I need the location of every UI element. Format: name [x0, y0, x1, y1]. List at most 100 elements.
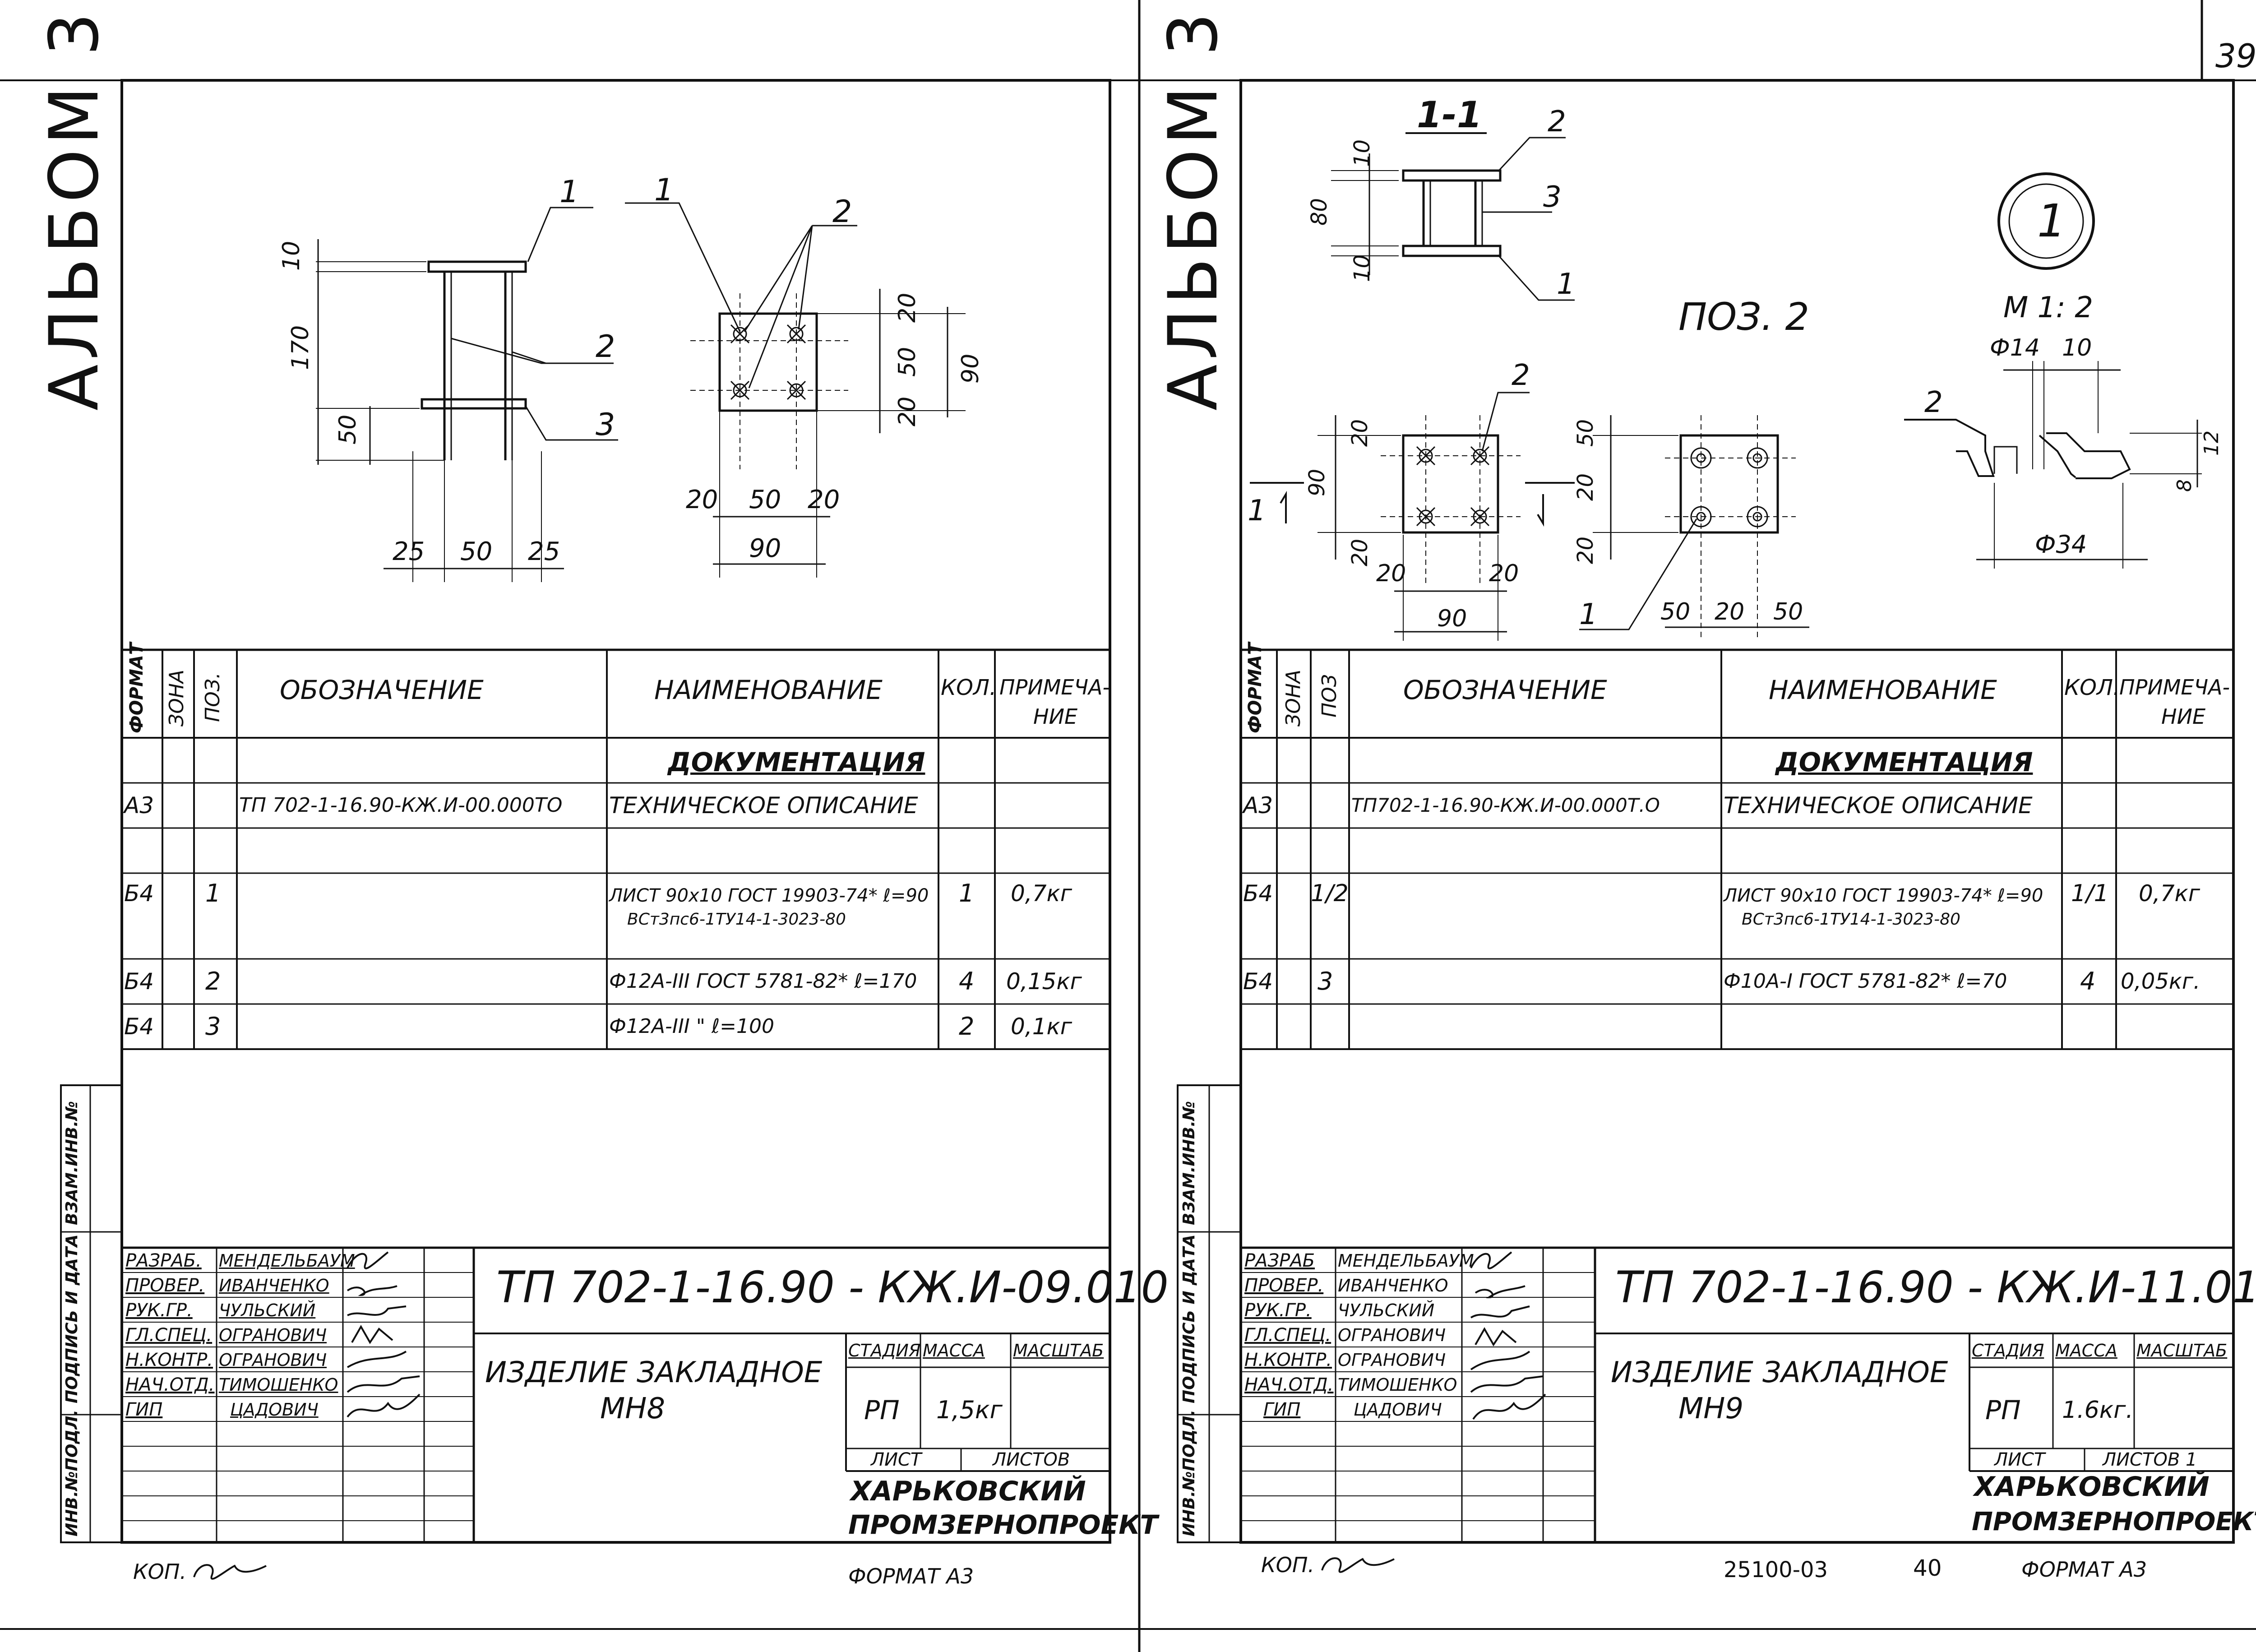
- stamp-role: ПРОВЕР.: [1244, 1275, 1324, 1296]
- leader-label: 3: [1543, 180, 1562, 214]
- stage-header: СТАДИЯ: [1972, 1340, 2044, 1360]
- stamp-role: РАЗРАБ.: [125, 1250, 202, 1271]
- spec-cell-name-2: ВСт3пс6-1ТУ14-1-3023-80: [1742, 910, 1960, 929]
- spec-cell-name: ЛИСТ 90х10 ГОСТ 19903-74* ℓ=90: [609, 885, 929, 906]
- spec-cell-note: 0,1кг: [1011, 1013, 1072, 1040]
- section-mark: 1: [1248, 494, 1266, 528]
- spec-cell-designation: ТП702-1-16.90-КЖ.И-00.000Т.О: [1351, 794, 1660, 816]
- spec-cell-qty: 4: [2080, 967, 2096, 995]
- stamp-role: ПРОВЕР.: [125, 1275, 205, 1296]
- drawing-code: ТП 702-1-16.90 - КЖ.И-11.010: [1615, 1262, 2256, 1313]
- stage-value: РП: [1985, 1395, 2021, 1425]
- dimension: Ф14: [1990, 334, 2040, 361]
- stamp-role: ГИП: [125, 1399, 163, 1420]
- dimension: 50: [749, 485, 781, 514]
- stamp-name: ТИМОШЕНКО: [219, 1375, 338, 1395]
- organization: ПРОМЗЕРНОПРОЕКТ: [848, 1509, 1158, 1540]
- spec-section-title: ДОКУМЕНТАЦИЯ: [668, 747, 925, 777]
- spec-cell-qty: 2: [959, 1012, 975, 1041]
- item-mark: МН8: [600, 1392, 666, 1425]
- stamp-role: ГЛ.СПЕЦ.: [1244, 1325, 1331, 1346]
- spec-cell-name-2: ВСт3пс6-1ТУ14-1-3023-80: [627, 910, 846, 929]
- stamp-name: ОГРАНОВИЧ: [1338, 1350, 1446, 1370]
- dimension: 10: [2062, 334, 2092, 361]
- spec-section-title: ДОКУМЕНТАЦИЯ: [1775, 747, 2033, 777]
- stamp-name: ЦАДОВИЧ: [1354, 1400, 1442, 1420]
- stamp-name: ЧУЛЬСКИЙ: [1338, 1300, 1435, 1320]
- spec-cell-pos: 1/2: [1311, 880, 1349, 907]
- spec-cell-format: Б4: [124, 880, 154, 907]
- spec-cell-format: Б4: [1243, 880, 1273, 907]
- mass-header: МАССА: [2055, 1340, 2117, 1360]
- stamp-role: Н.КОНТР.: [125, 1350, 213, 1370]
- format-label: ФОРМАТ А3: [848, 1564, 974, 1588]
- spec-header-note: НИЕ: [1033, 704, 1078, 729]
- spec-cell-pos: 3: [1318, 967, 1333, 995]
- spec-header-name: НАИМЕНОВАНИЕ: [1769, 675, 1997, 705]
- sheet-label: ЛИСТ: [871, 1449, 922, 1470]
- stamp-role: РУК.ГР.: [125, 1300, 193, 1321]
- copy-label: КОП.: [1261, 1553, 1315, 1577]
- mass-header: МАССА: [923, 1340, 985, 1360]
- leader-label: 1: [559, 174, 579, 210]
- stage-header: СТАДИЯ: [848, 1340, 921, 1360]
- leader-label: 1: [1557, 268, 1575, 301]
- item-name: ИЗДЕЛИЕ ЗАКЛАДНОЕ: [485, 1356, 823, 1389]
- copy-label: КОП.: [133, 1559, 187, 1584]
- spec-cell-pos: 3: [205, 1012, 221, 1041]
- organization: ХАРЬКОВСКИЙ: [851, 1476, 1086, 1507]
- item-mark: МН9: [1678, 1392, 1744, 1425]
- leader-label: 2: [1512, 359, 1530, 392]
- spec-cell-qty: 4: [959, 967, 975, 995]
- stamp-name: ИВАНЧЕНКО: [1338, 1276, 1448, 1296]
- dimension: 20: [1376, 560, 1406, 587]
- scale-header: МАСШТАБ: [1013, 1340, 1104, 1360]
- dimension: 20: [686, 485, 718, 514]
- spec-cell-name: Ф12А-III ГОСТ 5781-82* ℓ=170: [609, 970, 917, 993]
- spec-cell-qty: 1: [959, 879, 975, 907]
- section-label: 1-1: [1417, 94, 1482, 136]
- detail-scale: М 1: 2: [2003, 291, 2093, 324]
- spec-header-qty: КОЛ.: [2064, 675, 2120, 700]
- spec-cell-note: 0,15кг: [1006, 968, 1082, 995]
- spec-cell-designation: ТП 702-1-16.90-КЖ.И-00.000ТО: [239, 794, 563, 817]
- stamp-name: МЕНДЕЛЬБАУМ: [1338, 1251, 1474, 1271]
- item-name: ИЗДЕЛИЕ ЗАКЛАДНОЕ: [1611, 1356, 1948, 1389]
- stamp-role: ГИП: [1263, 1399, 1301, 1420]
- leader-label: 2: [1548, 105, 1566, 139]
- spec-cell-note: 0,05кг.: [2121, 969, 2201, 994]
- dimension: 20: [1489, 560, 1519, 587]
- page-number: 39: [2215, 37, 2256, 75]
- stamp-role: НАЧ.ОТД.: [1244, 1374, 1334, 1395]
- format-label: ФОРМАТ А3: [2021, 1557, 2147, 1582]
- leader-label: 2: [596, 329, 615, 365]
- dimension: 20: [808, 485, 840, 514]
- dimension: 25: [528, 537, 560, 566]
- stamp-name: МЕНДЕЛЬБАУМ: [219, 1251, 355, 1271]
- spec-cell-format: А3: [124, 792, 154, 819]
- spec-cell-format: Б4: [124, 1013, 154, 1040]
- spec-header-note: ПРИМЕЧА-: [999, 675, 1110, 699]
- position-label: ПОЗ. 2: [1678, 295, 1809, 339]
- spec-header-note: НИЕ: [2161, 704, 2206, 729]
- sheets-label: ЛИСТОВ 1: [2103, 1449, 2197, 1470]
- dimension: 20: [1715, 598, 1745, 625]
- stamp-name: ОГРАНОВИЧ: [219, 1350, 327, 1370]
- scale-header: МАСШТАБ: [2136, 1340, 2228, 1360]
- stamp-name: ТИМОШЕНКО: [1338, 1375, 1457, 1395]
- leader-label: 2: [832, 194, 852, 230]
- spec-cell-name: Ф10А-I ГОСТ 5781-82* ℓ=70: [1724, 970, 2007, 993]
- spec-cell-name: ТЕХНИЧЕСКОЕ ОПИСАНИЕ: [1724, 792, 2033, 819]
- leader-label: 3: [596, 407, 615, 443]
- archive-number: 25100-03: [1724, 1557, 1828, 1583]
- organization: ХАРЬКОВСКИЙ: [1974, 1471, 2210, 1503]
- dimension: 50: [1773, 598, 1803, 625]
- stamp-role: Н.КОНТР.: [1244, 1350, 1332, 1370]
- stamp-role: РУК.ГР.: [1244, 1300, 1312, 1321]
- spec-header-designation: ОБОЗНАЧЕНИЕ: [280, 675, 484, 705]
- mass-value: 1.6кг.: [2062, 1397, 2133, 1424]
